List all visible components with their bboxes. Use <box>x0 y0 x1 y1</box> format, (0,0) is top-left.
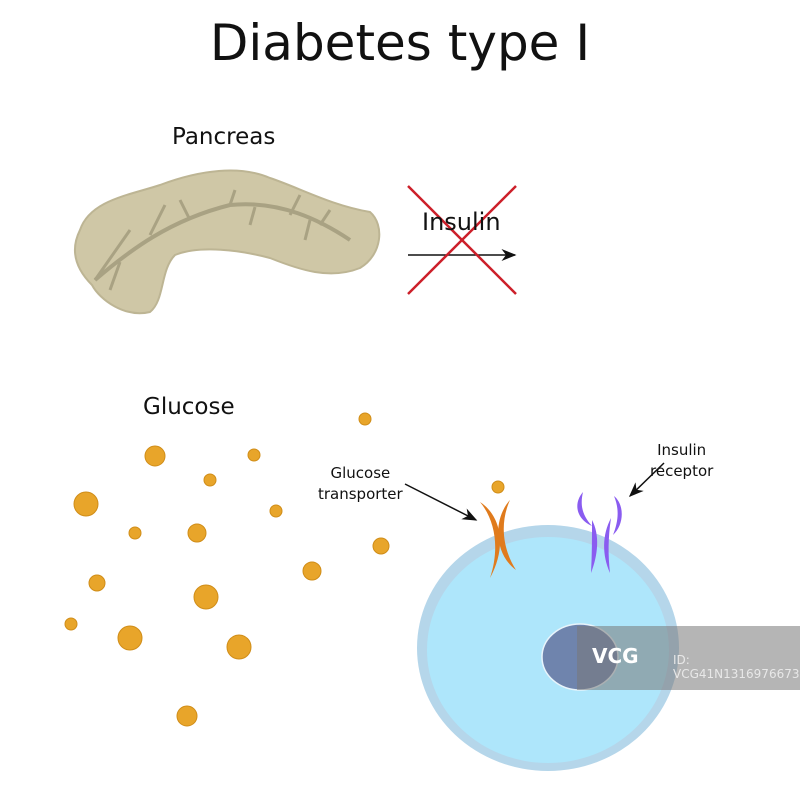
glucose-transporter <box>480 500 516 578</box>
watermark-id: ID: VCG41N1316976673 <box>673 653 800 681</box>
insulin-blocked-arrow <box>407 185 517 295</box>
receptor-pointer-arrow <box>628 462 665 498</box>
label-line: Glucose <box>330 464 391 482</box>
glucose-molecules <box>64 412 505 727</box>
glucose-transporter-label: Glucose transporter <box>318 463 403 505</box>
pancreas-label: Pancreas <box>172 124 276 150</box>
glucose-label: Glucose <box>143 394 235 420</box>
page-title: Diabetes type I <box>209 14 591 72</box>
cell <box>417 525 679 771</box>
watermark-logo: VCG <box>592 644 639 668</box>
insulin-receptor <box>577 492 622 573</box>
label-line: transporter <box>318 485 403 503</box>
insulin-label: Insulin <box>422 208 501 236</box>
insulin-receptor-label: Insulin receptor <box>650 440 713 482</box>
pancreas <box>73 169 381 315</box>
transporter-pointer-arrow <box>404 483 478 521</box>
label-line: receptor <box>650 462 714 480</box>
label-line: Insulin <box>657 441 707 459</box>
watermark: VCG ID: VCG41N1316976673 <box>577 626 800 690</box>
